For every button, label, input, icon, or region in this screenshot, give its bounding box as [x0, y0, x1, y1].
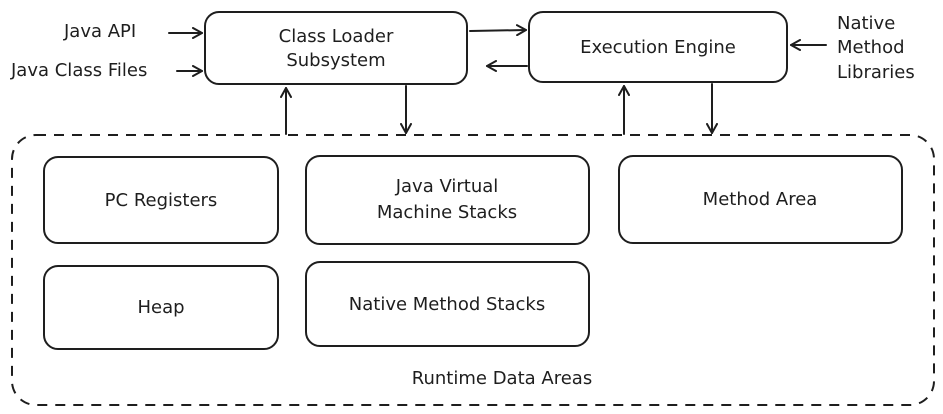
jvm-stacks-node: Java Virtual Machine Stacks	[305, 155, 590, 245]
method-area-node: Method Area	[618, 155, 903, 244]
pc-registers-label: PC Registers	[105, 190, 218, 211]
native-method-stacks-node: Native Method Stacks	[305, 261, 590, 347]
native-libraries-label-line2: Method	[837, 37, 905, 58]
heap-node: Heap	[43, 265, 279, 350]
native-libraries-label-line3: Libraries	[837, 62, 915, 83]
native-libraries-label-line1: Native	[837, 13, 895, 34]
heap-label: Heap	[137, 297, 184, 318]
jvm-stacks-label-line1: Java Virtual	[395, 176, 499, 197]
pc-registers-node: PC Registers	[43, 156, 279, 244]
execution-engine-node: Execution Engine	[528, 11, 788, 83]
execution-engine-label: Execution Engine	[580, 37, 736, 58]
native-method-stacks-label: Native Method Stacks	[349, 294, 545, 315]
jvm-stacks-label-line2: Machine Stacks	[377, 202, 517, 223]
java-api-label: Java API	[63, 21, 136, 42]
class-loader-label-line1: Class Loader	[279, 26, 394, 47]
java-class-files-label: Java Class Files	[10, 60, 147, 81]
arrow-class-loader-to-execution-engine	[469, 24, 527, 37]
class-loader-subsystem-node: Class Loader Subsystem	[204, 11, 468, 85]
method-area-label: Method Area	[703, 189, 818, 210]
runtime-data-areas-region: Runtime Data Areas	[11, 134, 935, 406]
runtime-data-areas-label: Runtime Data Areas	[412, 368, 592, 389]
class-loader-label-line2: Subsystem	[286, 50, 385, 71]
